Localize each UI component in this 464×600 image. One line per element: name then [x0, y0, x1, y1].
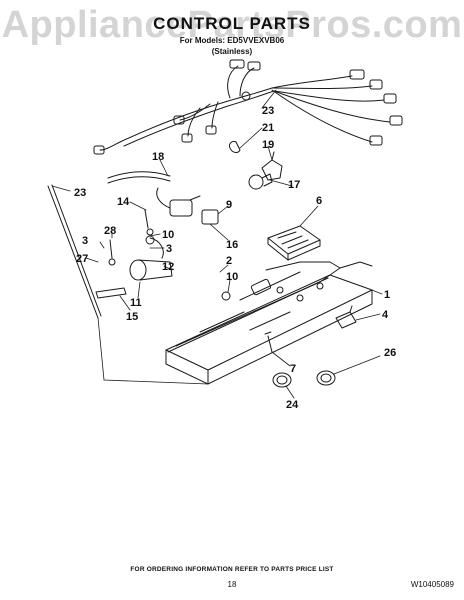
callout-4: 4: [382, 309, 389, 321]
clip-drawing: [229, 141, 241, 153]
tubing-drawing: [107, 171, 171, 184]
callout-18: 18: [152, 151, 164, 163]
callout-15: 15: [126, 311, 138, 323]
document-number: W10405089: [410, 580, 454, 589]
bracket-drawing: [95, 287, 127, 299]
callout-10-lower: 10: [226, 271, 238, 283]
callout-27: 24: [286, 399, 299, 411]
callout-3-left: 3: [82, 235, 88, 247]
callout-26: 26: [384, 347, 396, 359]
callout-6: 6: [316, 195, 322, 207]
callout-14: 14: [117, 196, 130, 208]
callout-23: 23: [74, 187, 86, 199]
callout-20: 23: [262, 105, 274, 117]
watermark: AppliancePartsPros.com: [1, 4, 463, 46]
lamp-socket-drawing: [261, 151, 283, 181]
ordering-note: FOR ORDERING INFORMATION REFER TO PARTS …: [130, 566, 334, 573]
control-housing-drawing: [165, 261, 373, 385]
wiring-harness-drawing: [93, 59, 403, 155]
callout-21: 21: [262, 122, 274, 134]
leader-lines: [51, 89, 383, 399]
control-knob-drawing: [129, 237, 173, 281]
callout-3-center: 3: [166, 243, 172, 255]
callout-10-upper: 10: [162, 229, 174, 241]
button-27-drawing: [272, 372, 292, 388]
page-number: 18: [227, 580, 237, 589]
callout-7: 7: [290, 363, 296, 375]
switch-assembly-drawing: [156, 187, 219, 225]
callout-1: 1: [384, 289, 390, 301]
models-line: For Models: ED5VVEXVB06: [179, 36, 285, 45]
callout-19: 19: [262, 139, 274, 151]
variant-label: (Stainless): [211, 47, 253, 56]
callout-9: 9: [226, 199, 232, 211]
button-26-drawing: [316, 370, 336, 386]
light-bulb-drawing: [248, 173, 273, 190]
page-title: CONTROL PARTS: [153, 14, 311, 33]
callout-17: 17: [288, 179, 300, 191]
callout-2: 2: [226, 255, 232, 267]
screw-drawing: [264, 331, 273, 353]
control-board-drawing: [267, 225, 321, 261]
callout-12: 12: [162, 261, 174, 273]
callout-28: 28: [104, 225, 116, 237]
side-switch-drawing: [335, 305, 357, 329]
rod-drawing: [47, 184, 102, 319]
callout-labels: 23 21 19 17 18 23 14 9 10 16 28 3 3 12 2…: [74, 105, 396, 411]
callout-24: 27: [76, 253, 88, 265]
callout-11: 11: [130, 297, 142, 309]
callout-16: 16: [226, 239, 238, 251]
